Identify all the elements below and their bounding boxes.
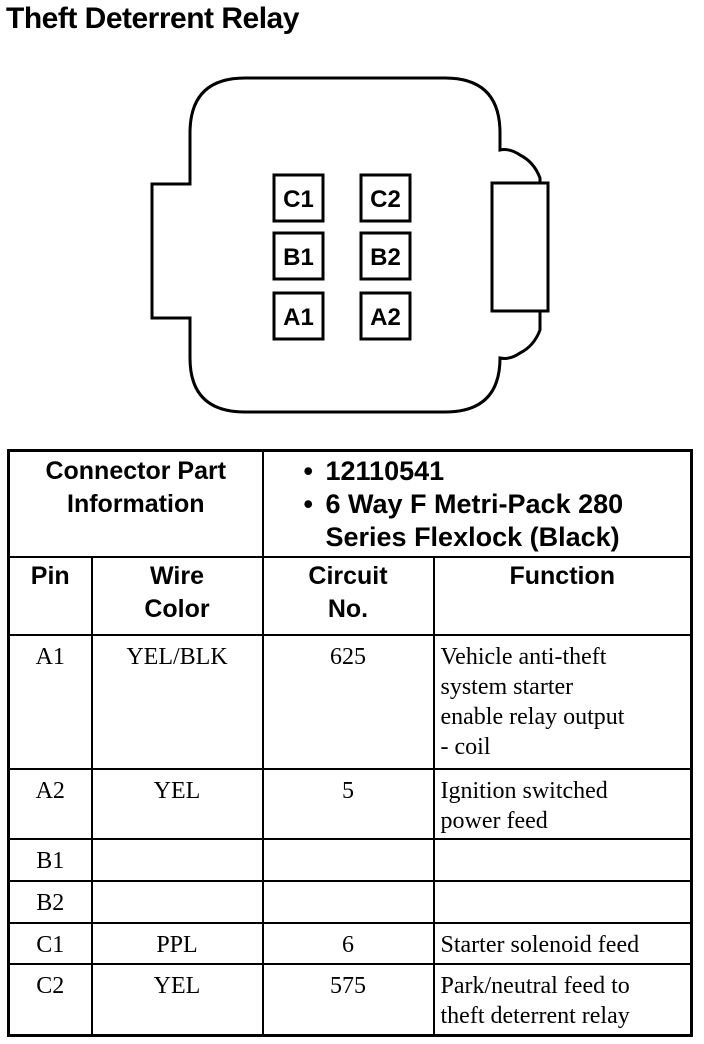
cell-wire-color: YEL	[90, 767, 264, 840]
pin-cavity-b1: B1	[272, 231, 325, 281]
cell-wire-color	[90, 879, 264, 924]
cell-circuit	[261, 837, 435, 882]
part-info-label-line1: Connector Part	[45, 457, 227, 485]
pin-cavity-c1: C1	[272, 173, 325, 223]
function-line: system starter	[440, 673, 574, 700]
function-line: Ignition switched	[440, 777, 608, 804]
cell-pin: A1	[7, 633, 93, 770]
pin-cavity-c2: C2	[359, 173, 412, 223]
header-wire-color-line1: Wire	[150, 561, 204, 590]
part-type-item: • 6 Way F Metri-Pack 280	[304, 488, 691, 521]
function-line: - coil	[440, 733, 491, 760]
cell-function: Ignition switched power feed	[432, 767, 693, 840]
cell-pin: C2	[7, 962, 93, 1037]
pinout-table: Connector Part Information • 12110541 • 6 …	[7, 449, 694, 1037]
cell-circuit	[261, 879, 435, 924]
part-series: Series Flexlock (Black)	[325, 522, 620, 552]
header-circuit-line2: No.	[327, 594, 369, 623]
cell-circuit: 625	[261, 633, 435, 770]
table-row: C2 YEL 575 Park/neutral feed to theft de…	[7, 962, 693, 1037]
pin-label-a1: A1	[283, 304, 314, 331]
diagram-title: Theft Deterrent Relay	[6, 2, 299, 35]
part-info-row: Connector Part Information • 12110541 • 6 …	[7, 449, 693, 558]
cell-circuit: 5	[261, 767, 435, 840]
pin-label-c2: C2	[370, 186, 401, 213]
header-circuit-no: Circuit No.	[261, 555, 435, 636]
part-type: 6 Way F Metri-Pack 280	[325, 489, 624, 519]
pin-cavity-b2: B2	[359, 231, 412, 281]
bullet-icon: •	[303, 456, 313, 486]
table-row: B2	[7, 879, 693, 924]
header-pin: Pin	[7, 555, 93, 636]
connector-face-diagram: C1 C2 B1 B2 A1 A2	[150, 76, 550, 414]
function-line: power feed	[440, 807, 548, 834]
cell-wire-color: YEL/BLK	[90, 633, 264, 770]
part-number-item: • 12110541	[304, 455, 691, 488]
cell-pin: C1	[7, 921, 93, 965]
connector-housing-outline	[150, 76, 542, 414]
function-line: Park/neutral feed to	[440, 972, 630, 999]
cell-wire-color: YEL	[90, 962, 264, 1037]
cell-pin: B1	[7, 837, 93, 882]
pin-cavity-a1: A1	[272, 291, 325, 341]
cell-function	[432, 879, 693, 924]
cell-circuit: 6	[261, 921, 435, 965]
header-circuit-line1: Circuit	[308, 561, 388, 590]
cell-function	[432, 837, 693, 882]
table-row: B1	[7, 837, 693, 882]
pin-cavity-a2: A2	[359, 291, 412, 341]
part-info-label: Connector Part Information	[7, 449, 264, 558]
table-row: C1 PPL 6 Starter solenoid feed	[7, 921, 693, 965]
cell-function: Starter solenoid feed	[432, 921, 693, 965]
header-row: Pin Wire Color Circuit No. Function	[7, 555, 693, 636]
function-line: theft deterrent relay	[440, 1002, 630, 1029]
part-number: 12110541	[325, 456, 445, 486]
table-row: A2 YEL 5 Ignition switched power feed	[7, 767, 693, 840]
cell-wire-color: PPL	[90, 921, 264, 965]
cell-pin: A2	[7, 767, 93, 840]
pin-label-b2: B2	[370, 244, 401, 271]
pin-label-b1: B1	[283, 244, 314, 271]
cell-circuit: 575	[261, 962, 435, 1037]
cell-function: Park/neutral feed to theft deterrent rel…	[432, 962, 693, 1037]
header-wire-color: Wire Color	[90, 555, 264, 636]
cell-function: Vehicle anti-theft system starter enable…	[432, 633, 693, 770]
header-wire-color-line2: Color	[144, 594, 210, 623]
cell-wire-color	[90, 837, 264, 882]
function-line: enable relay output	[440, 703, 625, 730]
part-info-values: • 12110541 • 6 Way F Metri-Pack 280 Series…	[261, 449, 693, 558]
pin-label-a2: A2	[370, 304, 401, 331]
cell-pin: B2	[7, 879, 93, 924]
bullet-icon: •	[303, 489, 313, 519]
function-line: Vehicle anti-theft	[440, 643, 607, 670]
connector-lock-tab	[490, 181, 550, 313]
table-row: A1 YEL/BLK 625 Vehicle anti-theft system…	[7, 633, 693, 770]
part-info-label-line2: Information	[67, 490, 205, 518]
header-function: Function	[432, 555, 693, 636]
pin-label-c1: C1	[283, 186, 314, 213]
